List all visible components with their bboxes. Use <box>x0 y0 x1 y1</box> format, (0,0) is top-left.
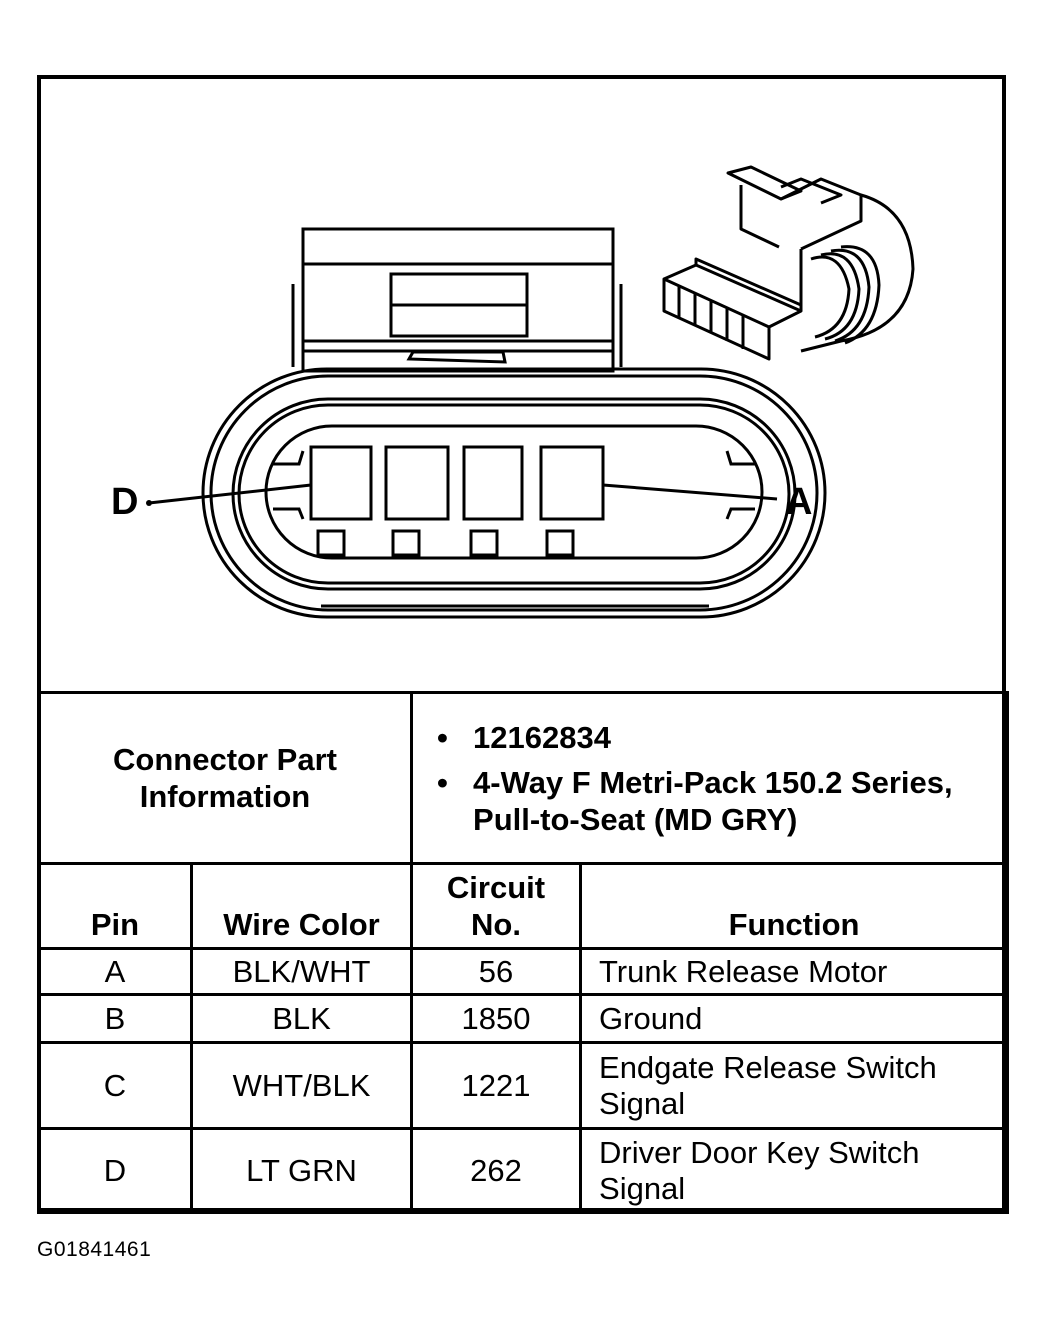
header-function: Function <box>579 862 1010 950</box>
connector-part-info-values: 12162834 4-Way F Metri-Pack 150.2 Series… <box>410 691 1010 865</box>
connector-face-drawing-icon <box>146 165 915 619</box>
connector-pinout-table: Connector Part Information 12162834 4-Wa… <box>36 691 1010 1214</box>
table-header-row: Pin Wire Color Circuit No. Function <box>37 862 1010 950</box>
cell-function: Driver Door Key Switch Signal <box>579 1127 1010 1214</box>
pin-label-a: A <box>785 481 813 523</box>
figure-id: G01841461 <box>37 1238 152 1261</box>
cell-wire-color: WHT/BLK <box>189 1041 414 1130</box>
table-row: B BLK 1850 Ground <box>37 993 1010 1044</box>
cell-pin: D <box>37 1127 193 1214</box>
table-row: C WHT/BLK 1221 Endgate Release Switch Si… <box>37 1041 1010 1130</box>
header-pin: Pin <box>37 862 193 950</box>
cell-circuit-no: 1221 <box>410 1041 583 1130</box>
diagram-frame: D A Connector Part Information 12162834 … <box>36 75 1010 1214</box>
connector-part-info-label: Connector Part Information <box>36 691 414 865</box>
cell-circuit-no: 56 <box>410 947 583 996</box>
cell-circuit-no: 262 <box>410 1127 583 1214</box>
part-number: 12162834 <box>437 719 1006 756</box>
table-row: A BLK/WHT 56 Trunk Release Motor <box>37 947 1010 996</box>
cell-function: Trunk Release Motor <box>579 947 1010 996</box>
header-circuit-no: Circuit No. <box>410 862 583 950</box>
cell-pin: C <box>37 1041 193 1130</box>
cell-wire-color: LT GRN <box>189 1127 414 1214</box>
cell-wire-color: BLK/WHT <box>189 947 414 996</box>
connector-figure: D A <box>41 79 1002 691</box>
pin-label-d: D <box>111 481 139 523</box>
connector-part-info-row: Connector Part Information 12162834 4-Wa… <box>36 691 1010 865</box>
cell-wire-color: BLK <box>189 993 414 1044</box>
cell-pin: B <box>37 993 193 1044</box>
cell-function: Ground <box>579 993 1010 1044</box>
header-wire-color: Wire Color <box>189 862 414 950</box>
cell-function: Endgate Release Switch Signal <box>579 1041 1010 1130</box>
table-row: D LT GRN 262 Driver Door Key Switch Sign… <box>37 1127 1010 1214</box>
cell-circuit-no: 1850 <box>410 993 583 1044</box>
connector-description: 4-Way F Metri-Pack 150.2 Series, Pull-to… <box>437 764 1006 838</box>
cell-pin: A <box>37 947 193 996</box>
